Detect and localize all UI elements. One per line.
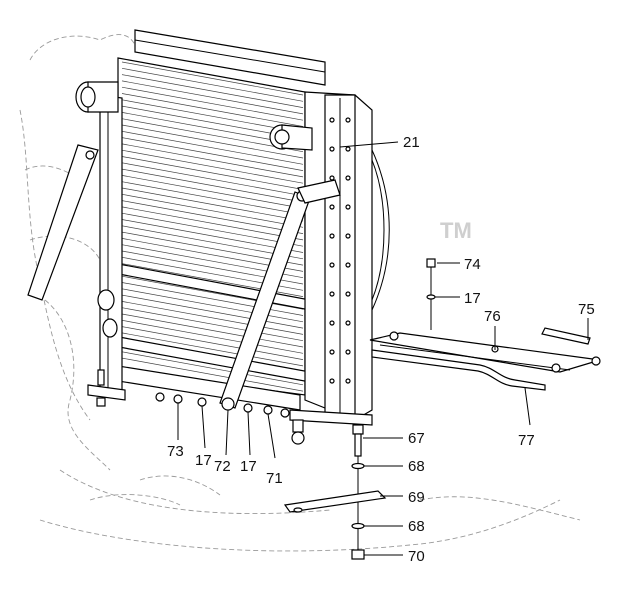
callout-74: 74	[464, 256, 481, 273]
fin-line	[121, 175, 304, 209]
bottom-bolts	[155, 392, 290, 418]
fin-line	[121, 301, 304, 335]
fin-line	[121, 149, 304, 184]
fin-line	[121, 326, 304, 360]
frame-hole	[329, 320, 335, 326]
frame-hole	[345, 349, 351, 355]
frame-hole	[329, 146, 335, 152]
fin-line	[121, 319, 304, 354]
callout-17-left: 17	[195, 452, 212, 469]
fin-line	[121, 307, 304, 342]
watermark-tm: TM	[440, 218, 472, 243]
frame-hole	[329, 204, 335, 210]
fin-line	[121, 351, 304, 386]
fin-line	[121, 93, 304, 127]
fin-line	[121, 282, 304, 316]
frame-hole	[345, 233, 351, 239]
frame-hole	[345, 262, 351, 268]
fin-line	[121, 168, 304, 203]
frame-hole	[329, 262, 335, 268]
frame-hole	[329, 291, 335, 297]
callout-75: 75	[578, 301, 595, 318]
lower-guard-plate	[369, 331, 601, 391]
leader-lines	[177, 141, 589, 556]
fin-line	[121, 74, 304, 108]
fin-line	[121, 206, 304, 241]
frame-hole	[345, 320, 351, 326]
callout-17-right: 17	[240, 458, 257, 475]
callout-69: 69	[408, 489, 425, 506]
fin-line	[121, 162, 304, 197]
fin-line	[121, 80, 304, 115]
fin-line	[121, 143, 304, 178]
frame-hole	[345, 204, 351, 210]
callout-labels: 21 74 17 75 76 77 67 68 69 68 70 73 17 7…	[167, 134, 595, 565]
fin-line	[121, 130, 304, 165]
fin-line	[121, 219, 304, 253]
frame-holes	[329, 117, 351, 384]
callout-67: 67	[408, 430, 425, 447]
lower-bolt-stack	[283, 424, 387, 560]
fin-line	[121, 332, 304, 367]
frame-hole	[329, 175, 335, 181]
frame-hole	[329, 349, 335, 355]
fin-line	[121, 181, 304, 216]
callout-77: 77	[518, 432, 535, 449]
callout-70: 70	[408, 548, 425, 565]
frame-hole	[345, 291, 351, 297]
right-frame-shroud	[269, 91, 390, 445]
fin-line	[121, 118, 304, 153]
fin-line	[121, 156, 304, 190]
frame-hole	[329, 117, 335, 123]
callout-21: 21	[403, 134, 420, 151]
fin-line	[121, 124, 304, 159]
front-stay-bar	[219, 179, 341, 411]
callout-71: 71	[266, 470, 283, 487]
fin-line	[121, 212, 304, 247]
fin-line	[121, 187, 304, 222]
top-bracket	[134, 29, 326, 86]
callout-17-upper: 17	[464, 290, 481, 307]
left-stay-bar	[27, 144, 99, 301]
upper-bolt-stack	[426, 258, 436, 330]
fin-line	[121, 99, 304, 134]
callout-68-lower: 68	[408, 518, 425, 535]
fin-line	[121, 193, 304, 228]
fin-line	[121, 86, 304, 121]
fin-line	[121, 288, 304, 323]
callout-72: 72	[214, 458, 231, 475]
fin-line	[121, 200, 304, 234]
fin-line	[121, 61, 304, 96]
fin-line	[121, 67, 304, 102]
callout-68-upper: 68	[408, 458, 425, 475]
callout-73: 73	[167, 443, 184, 460]
frame-hole	[345, 378, 351, 384]
frame-hole	[329, 378, 335, 384]
left-frame	[75, 81, 126, 407]
frame-hole	[345, 146, 351, 152]
fin-line	[121, 137, 304, 171]
fin-line	[121, 357, 304, 392]
clip-part	[541, 327, 591, 345]
frame-hole	[345, 117, 351, 123]
fin-line	[121, 294, 304, 329]
frame-hole	[345, 175, 351, 181]
frame-hole	[329, 233, 335, 239]
callout-76: 76	[484, 308, 501, 325]
fin-line	[121, 313, 304, 348]
